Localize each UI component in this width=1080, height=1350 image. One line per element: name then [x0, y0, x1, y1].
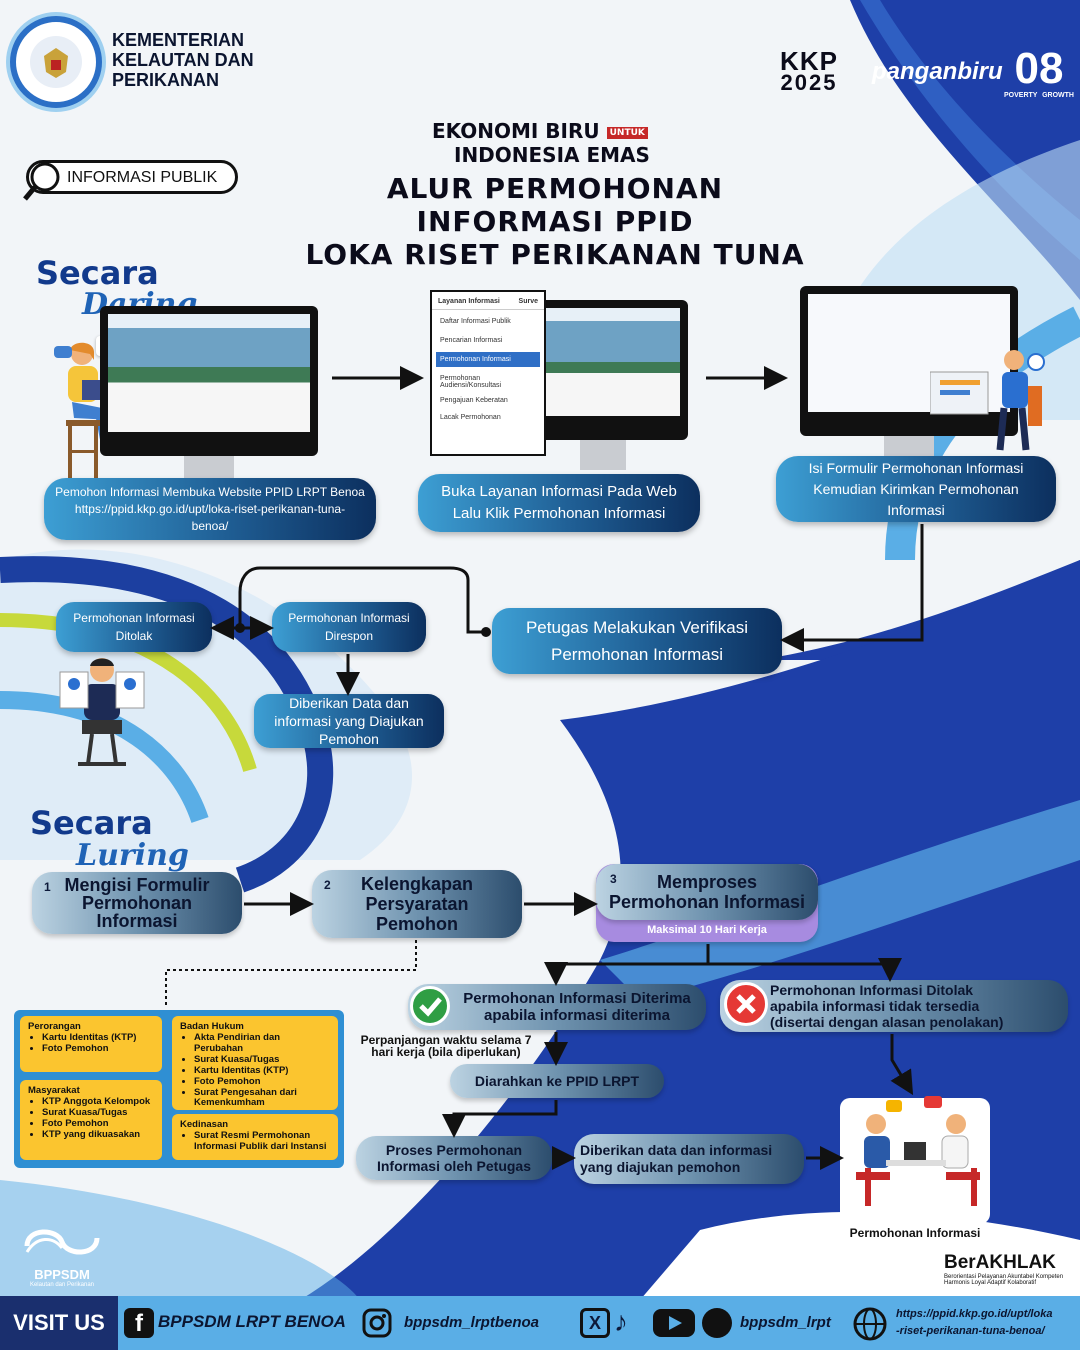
- menu-header[interactable]: Layanan Informasi: [438, 298, 500, 305]
- cross-icon: [724, 982, 768, 1026]
- daring-step2: Buka Layanan Informasi Pada Web Lalu Kli…: [418, 474, 700, 532]
- daring-step3: Isi Formulir Permohonan Informasi Kemudi…: [776, 456, 1056, 522]
- perpanjangan-note: Perpanjangan waktu selama 7 hari kerja (…: [360, 1033, 532, 1059]
- diberikan-data-box: Diberikan Data dan informasi yang Diajuk…: [254, 694, 444, 748]
- globe-icon[interactable]: [852, 1306, 888, 1342]
- poverty-label: POVERTY: [1004, 92, 1038, 99]
- slogan-line2: INDONESIA EMAS: [454, 142, 650, 167]
- req-kedinasan: Kedinasan Surat Resmi Permohonan Informa…: [172, 1114, 338, 1160]
- menu-item-audiensi[interactable]: Permohonan Audiensi/Konsultasi: [440, 375, 502, 389]
- monitor-stand: [184, 456, 234, 480]
- menu-header-survey[interactable]: Surve: [518, 298, 538, 305]
- req-badan-hukum: Badan Hukum Akta Pendirian dan Perubahan…: [172, 1016, 338, 1110]
- luring-step3-number: 3: [610, 872, 617, 886]
- layanan-menu-zoom: Layanan Informasi Surve Daftar Informasi…: [430, 290, 546, 456]
- instagram-link[interactable]: bppsdm_lrptbenoa: [404, 1314, 540, 1331]
- luring-arrows: [165, 892, 914, 1170]
- check-icon: [410, 986, 450, 1026]
- req-masyarakat: Masyarakat KTP Anggota Kelompok Surat Ku…: [20, 1080, 162, 1160]
- menu-item-lacak[interactable]: Lacak Permohonan: [440, 414, 501, 421]
- page-title: ALUR PERMOHONAN INFORMASI PPID LOKA RISE…: [305, 172, 805, 271]
- menu-item-permohonan[interactable]: Permohonan Informasi: [436, 352, 540, 367]
- x-icon[interactable]: X: [580, 1308, 610, 1338]
- man-desk-illustration: [930, 350, 1045, 451]
- luring-step3-note: Maksimal 10 Hari Kerja: [647, 924, 767, 936]
- luring-label: Secara Luring: [30, 804, 189, 873]
- website-link[interactable]: https://ppid.kkp.go.id/upt/loka -riset-p…: [896, 1308, 1053, 1337]
- garuda-emblem-icon: [30, 36, 82, 88]
- monitor-website: [100, 306, 318, 456]
- youtube-icon[interactable]: [652, 1308, 696, 1338]
- facebook-icon[interactable]: f: [124, 1308, 154, 1338]
- informasi-publik-badge: INFORMASI PUBLIK: [23, 160, 238, 201]
- menu-item-keberatan[interactable]: Pengajuan Keberatan: [440, 397, 508, 404]
- podcast-icon[interactable]: [702, 1308, 732, 1338]
- proses-box: Proses Permohonan Informasi oleh Petugas: [356, 1136, 552, 1180]
- visit-us-label: VISIT US: [0, 1296, 118, 1350]
- bppsdm-logo: BPPSDM Kelautan dan Perikanan: [16, 1222, 108, 1288]
- permohonan-label: Permohonan Informasi: [849, 1226, 981, 1240]
- daring-step1: Pemohon Informasi Membuka Website PPID L…: [44, 478, 376, 540]
- poverty-growth-logo: 08 POVERTY GROWTH: [1004, 44, 1074, 100]
- daring-arrows: [210, 366, 924, 696]
- instagram-icon[interactable]: [362, 1308, 392, 1338]
- ditolak-box: Permohonan Informasi Ditolak: [56, 602, 212, 652]
- growth-label: GROWTH: [1042, 92, 1074, 99]
- luring-step1: Mengisi Formulir Permohonan Informasi: [32, 872, 242, 934]
- monitor-stand-2: [580, 440, 626, 470]
- diterima-box: Permohonan Informasi Diterima apabila in…: [408, 984, 706, 1030]
- meeting-illustration: [856, 1096, 980, 1206]
- menu-item-pencarian[interactable]: Pencarian Informasi: [440, 337, 503, 344]
- diarahkan-box: Diarahkan ke PPID LRPT: [450, 1064, 664, 1098]
- clock-icon: [1027, 353, 1045, 371]
- social-handle[interactable]: bppsdm_lrpt: [740, 1314, 831, 1331]
- tiktok-icon[interactable]: ♪: [614, 1306, 628, 1337]
- luring-step2: Kelengkapan Persyaratan Pemohon: [312, 870, 522, 938]
- req-perorangan: Perorangan Kartu Identitas (KTP) Foto Pe…: [20, 1016, 162, 1072]
- diberikan-luring-box: Diberikan data dan informasi yang diajuk…: [574, 1134, 804, 1184]
- footer-bar: VISIT US f BPPSDM LRPT BENOA bppsdm_lrpt…: [0, 1296, 1080, 1350]
- ministry-logo: [10, 16, 102, 108]
- facebook-link[interactable]: BPPSDM LRPT BENOA: [158, 1312, 346, 1331]
- direspon-box: Permohonan Informasi Direspon: [272, 602, 426, 652]
- ditolak-luring-box: Permohonan Informasi Ditolak apabila inf…: [720, 980, 1068, 1032]
- luring-step1-number: 1: [44, 880, 51, 894]
- ministry-name: KEMENTERIAN KELAUTAN DAN PERIKANAN: [112, 30, 254, 90]
- officer-illustration: [59, 658, 145, 766]
- menu-item-daftar[interactable]: Daftar Informasi Publik: [440, 318, 511, 325]
- luring-step2-number: 2: [324, 878, 331, 892]
- panganbiru-logo: panganbiru: [872, 58, 1003, 85]
- kkp-2025-logo: KKP 2025: [780, 46, 838, 95]
- luring-step3: Memproses Permohonan Informasi: [596, 864, 818, 920]
- berakhlak-logo: BerAKHLAK Berorientasi Pelayanan Akuntab…: [944, 1252, 1064, 1286]
- magnifier-icon: [23, 162, 60, 201]
- slogan-line1: EKONOMI BIRU: [432, 119, 600, 143]
- bppsdm-wave-icon: [24, 1229, 100, 1255]
- slogan: EKONOMI BIRU UNTUK INDONESIA EMAS: [432, 120, 672, 166]
- chat-bubble-icon: [54, 346, 72, 358]
- verifikasi-box: Petugas Melakukan Verifikasi Permohonan …: [492, 608, 782, 674]
- luring-step3-wrap: Memproses Permohonan Informasi Maksimal …: [596, 864, 818, 942]
- slogan-untuk: UNTUK: [606, 126, 648, 139]
